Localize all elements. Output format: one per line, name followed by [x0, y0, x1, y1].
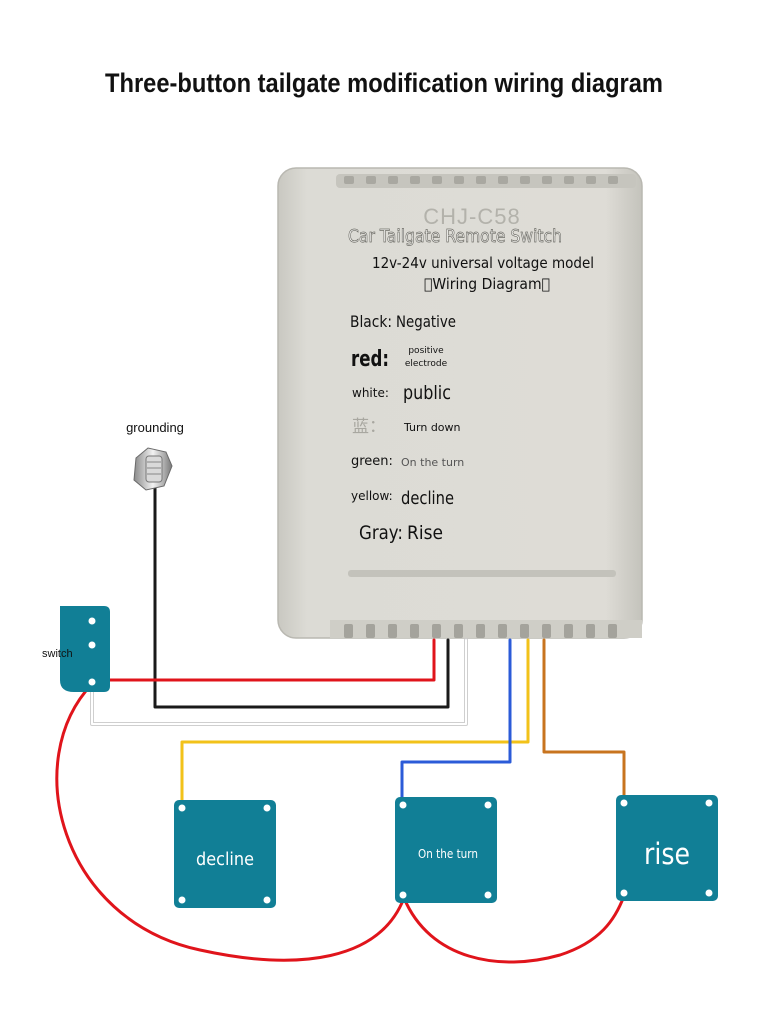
module-name: Car Tailgate Remote Switch — [348, 226, 562, 247]
legend-key-blue: 蓝： — [352, 417, 386, 437]
page-title: Three-button tailgate modification wirin… — [105, 68, 663, 98]
wire-black — [153, 483, 450, 709]
legend-value-red-line2: electrode — [405, 359, 448, 369]
legend-key-white: white: — [352, 386, 389, 400]
wiring-diagram-label:  Wiring Diagram  — [424, 275, 550, 293]
legend-value-gray: Rise — [407, 522, 443, 544]
wire-legend: Black: Negative red: positive electrode … — [350, 312, 464, 544]
wire-orange — [542, 638, 626, 804]
legend-value-yellow: decline — [401, 488, 454, 509]
legend-key-black: Black: — [350, 312, 392, 331]
legend-key-gray: Gray: — [359, 522, 403, 544]
wire-blue — [400, 638, 512, 806]
decline-button[interactable]: decline — [174, 800, 276, 908]
legend-value-blue: Turn down — [403, 421, 461, 434]
model-code: CHJ-C58 — [423, 204, 520, 229]
decline-button-label: decline — [196, 849, 254, 870]
legend-value-white: public — [403, 382, 451, 404]
switch-block — [60, 606, 110, 692]
grounding-bolt-icon — [133, 447, 173, 491]
module-box — [277, 167, 643, 639]
legend-key-green: green: — [351, 454, 393, 469]
wire-yellow — [180, 638, 530, 808]
legend-value-red-line1: positive — [408, 346, 444, 356]
wire-white — [90, 638, 468, 726]
on-the-turn-button-label: On the turn — [418, 847, 478, 861]
rise-button-label: rise — [644, 837, 690, 871]
legend-key-red: red: — [351, 347, 389, 372]
legend-value-green: On the turn — [401, 456, 464, 469]
rise-button[interactable]: rise — [616, 795, 718, 901]
legend-key-yellow: yellow: — [351, 489, 393, 503]
wire-red-loop-buttons — [402, 894, 626, 964]
wire-red-loop-switch — [55, 682, 406, 962]
on-the-turn-button[interactable]: On the turn — [395, 797, 497, 903]
grounding-label: grounding — [126, 420, 184, 435]
legend-value-black: Negative — [396, 312, 456, 331]
switch-label: switch — [42, 648, 73, 660]
voltage-label: 12v-24v universal voltage model — [372, 254, 594, 272]
wire-red — [90, 638, 436, 682]
